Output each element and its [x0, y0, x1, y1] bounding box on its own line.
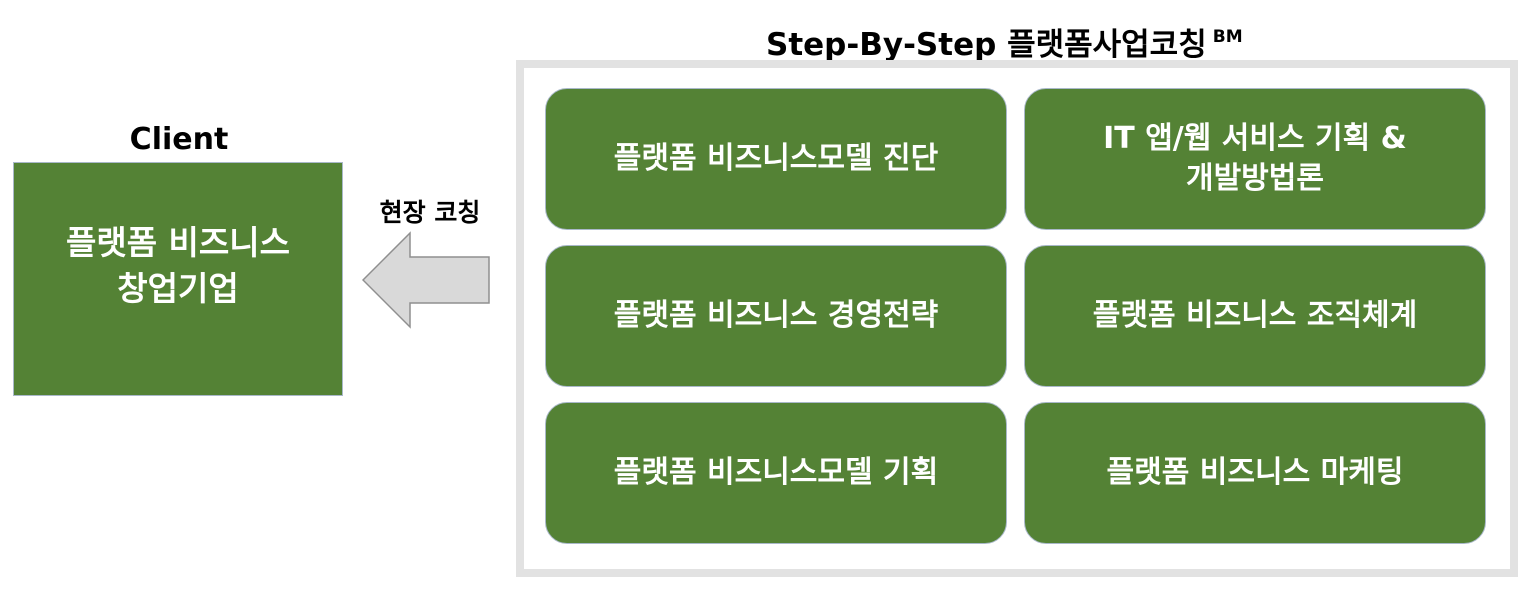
- card-label: 플랫폼 비즈니스 마케팅: [1106, 455, 1404, 490]
- card-label: IT 앱/웹 서비스 기획 & 개발방법론: [1103, 121, 1407, 196]
- left-arrow-icon: [362, 231, 490, 329]
- card-bm-planning: 플랫폼 비즈니스모델 기획: [545, 402, 1007, 544]
- card-it-service-planning: IT 앱/웹 서비스 기획 & 개발방법론: [1024, 88, 1486, 230]
- card-label: 플랫폼 비즈니스 조직체계: [1092, 298, 1418, 333]
- card-marketing: 플랫폼 비즈니스 마케팅: [1024, 402, 1486, 544]
- client-box: 플랫폼 비즈니스 창업기업: [13, 162, 343, 396]
- card-label: 플랫폼 비즈니스모델 진단: [613, 141, 939, 176]
- left-arrow-shape: [362, 231, 490, 329]
- client-box-line1: 플랫폼 비즈니스: [65, 223, 290, 262]
- bm-title-text: Step-By-Step 플랫폼사업코칭: [766, 27, 1207, 63]
- client-title: Client: [129, 122, 229, 157]
- card-bm-diagnosis: 플랫폼 비즈니스모델 진단: [545, 88, 1007, 230]
- bm-title-sup: BM: [1212, 27, 1243, 47]
- card-label: 플랫폼 비즈니스모델 기획: [613, 455, 939, 490]
- card-organization-system: 플랫폼 비즈니스 조직체계: [1024, 245, 1486, 387]
- arrow-label: 현장 코칭: [379, 198, 481, 227]
- client-box-line2: 창업기업: [117, 269, 239, 308]
- card-label: 플랫폼 비즈니스 경영전략: [613, 298, 939, 333]
- card-management-strategy: 플랫폼 비즈니스 경영전략: [545, 245, 1007, 387]
